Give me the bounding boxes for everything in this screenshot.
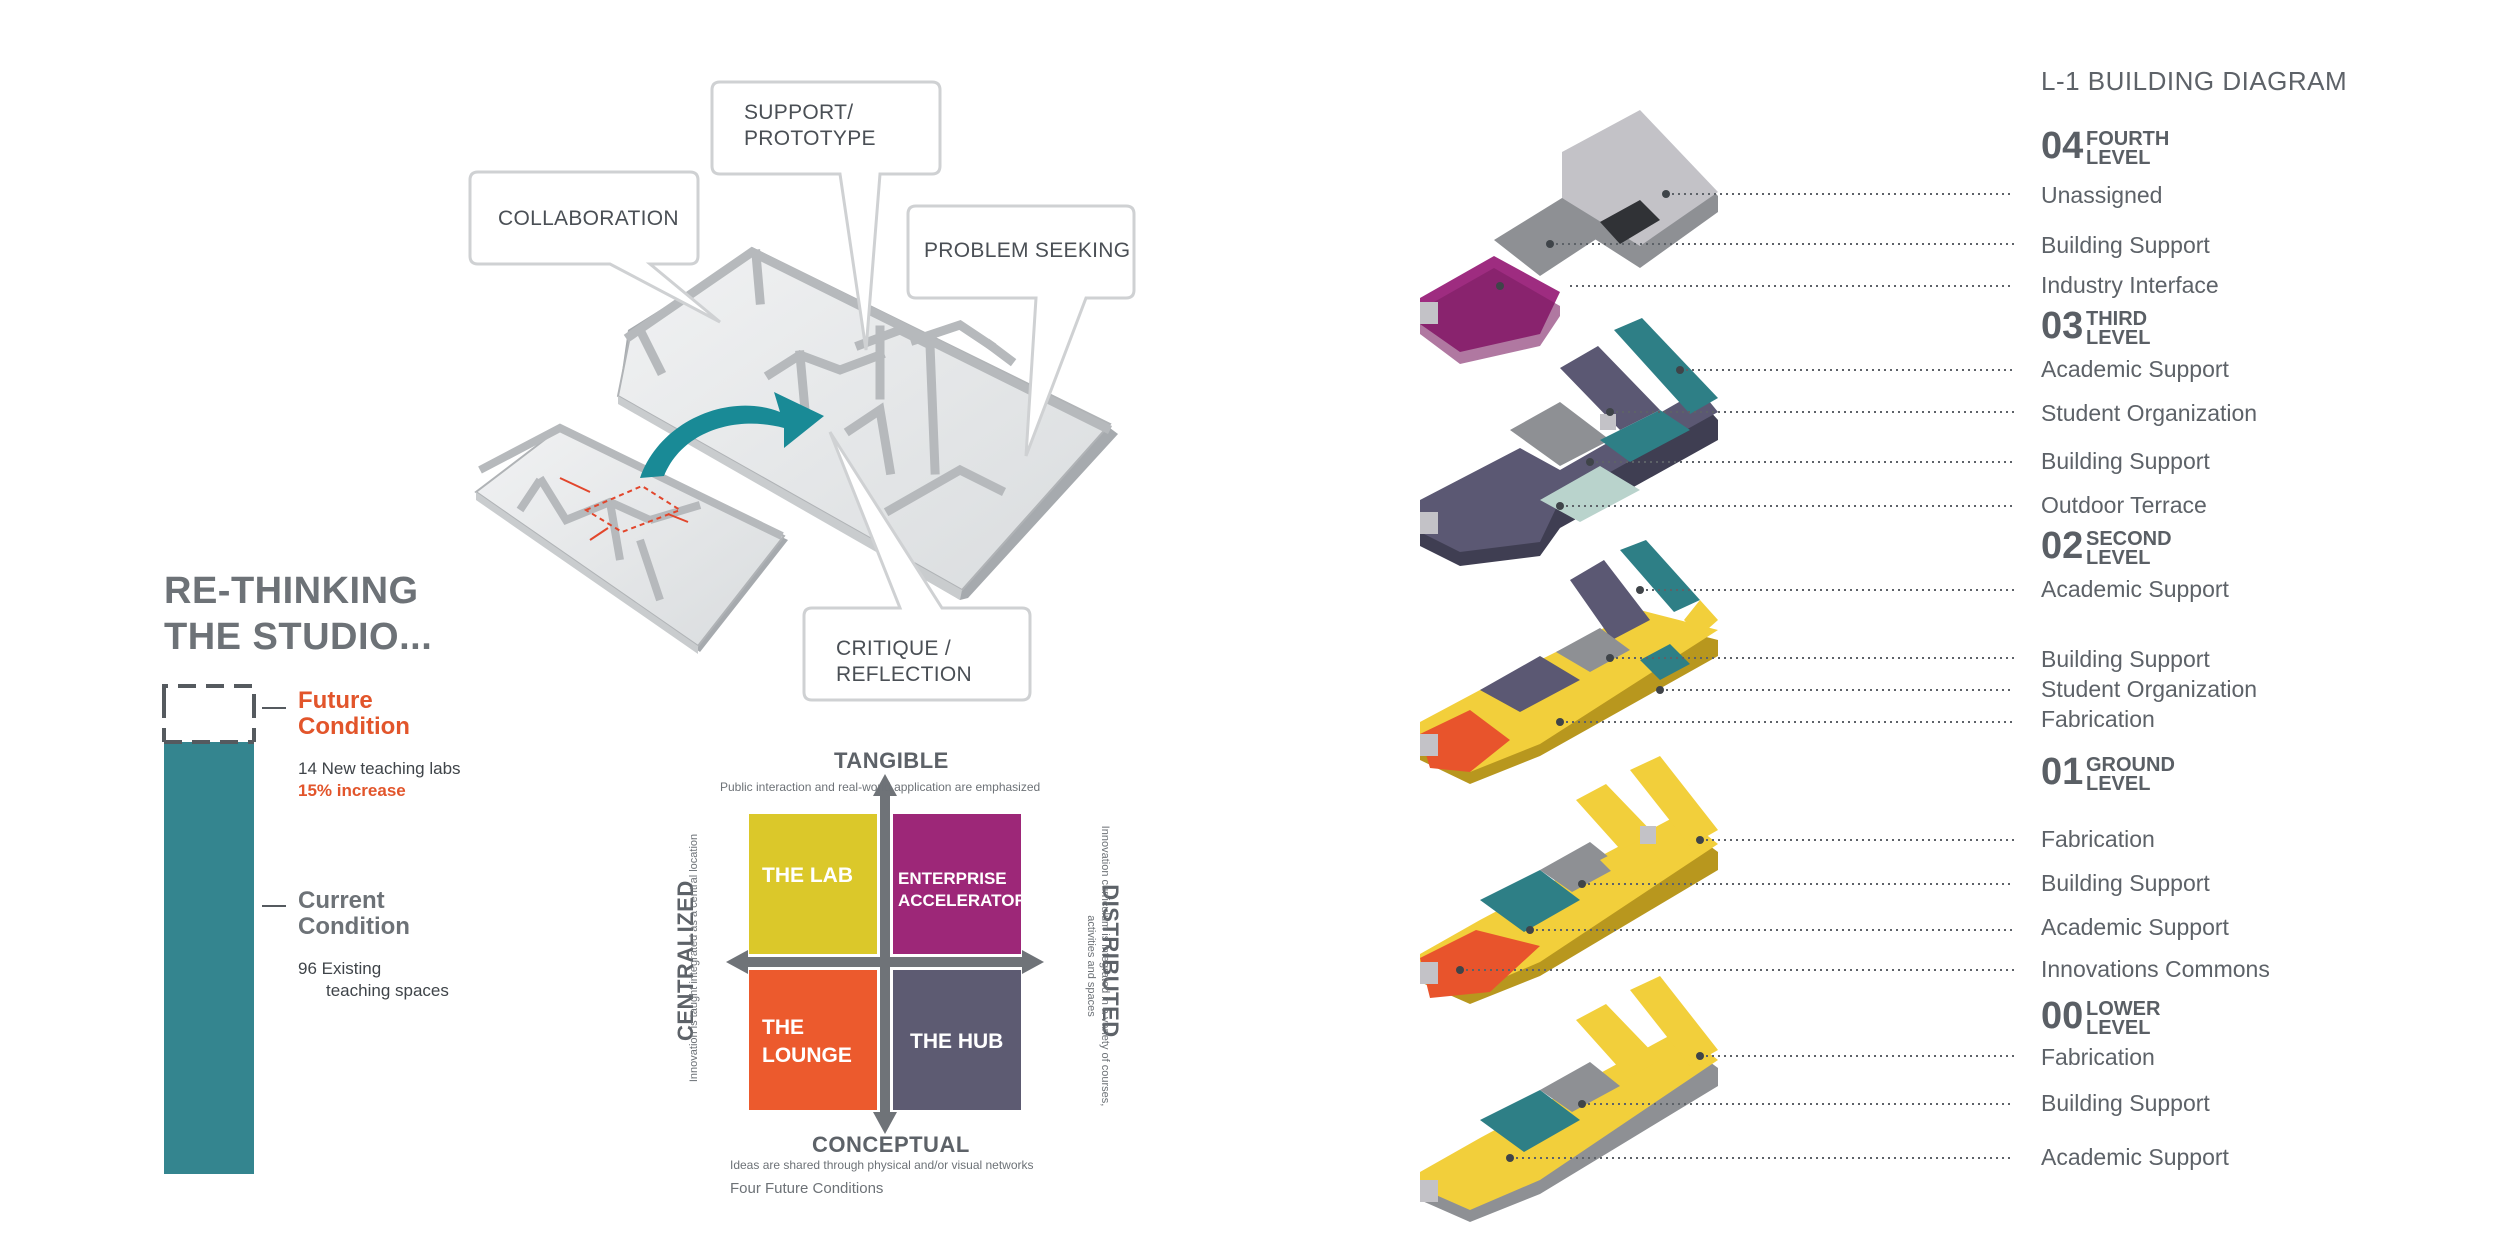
bubble-critique-line1: CRITIQUE / (836, 637, 952, 660)
future-condition-label: Future Condition (298, 688, 410, 740)
axis-distributed-sub-line2: activities and spaces (1085, 915, 1097, 1017)
axis-distributed-sub: Innovation curriculum is integrated in a… (1084, 806, 1112, 1126)
level-03-space: Student Organization (2041, 400, 2258, 426)
quad-lounge-line2: LOUNGE (762, 1044, 852, 1067)
axis-centralized-sub: Innovation is taught integrated as a cen… (688, 833, 700, 1083)
rethinking-title-line1: RE-THINKING (164, 570, 419, 612)
level-01-space: Building Support (2041, 870, 2210, 896)
matrix-quadrants (726, 774, 1044, 1134)
level-00-plan (1420, 976, 1718, 1222)
level-04-name-line2: LEVEL (2086, 147, 2151, 169)
level-01-space: Innovations Commons (2041, 956, 2270, 982)
level-02-name-line1: SECOND (2086, 528, 2172, 550)
current-condition-label: Current Condition (298, 888, 410, 940)
current-note-line2: teaching spaces (326, 981, 449, 1000)
axis-tangible: TANGIBLE (834, 748, 949, 773)
level-03-number: 03 (2041, 305, 2084, 347)
matrix-caption: Four Future Conditions (730, 1180, 884, 1197)
condition-bar (162, 684, 286, 1174)
level-00-space: Academic Support (2041, 1144, 2229, 1170)
quad-enterprise-label: ENTERPRISE ACCELERATOR (898, 868, 1027, 912)
level-04-number: 04 (2041, 125, 2084, 167)
level-00-name-line2: LEVEL (2086, 1017, 2151, 1039)
level-02-number: 02 (2041, 525, 2084, 567)
level-02-space: Building Support (2041, 646, 2210, 672)
level-03-space: Outdoor Terrace (2041, 492, 2207, 518)
bubble-problem-seeking: PROBLEM SEEKING (924, 239, 1131, 262)
current-condition-line1: Current (298, 887, 385, 914)
future-condition-line2: Condition (298, 713, 410, 740)
quad-lounge-label: THE LOUNGE (762, 1014, 852, 1070)
level-01-name-line2: LEVEL (2086, 773, 2151, 795)
bubble-critique-line2: REFLECTION (836, 663, 973, 686)
bubble-collaboration: COLLABORATION (498, 207, 679, 230)
axis-conceptual: CONCEPTUAL (812, 1132, 970, 1157)
axis-conceptual-sub: Ideas are shared through physical and/or… (730, 1158, 1034, 1172)
quad-hub-label: THE HUB (910, 1030, 1004, 1053)
level-02-space: Academic Support (2041, 576, 2229, 602)
level-03-name-line1: THIRD (2086, 308, 2148, 330)
level-02-space: Student Organization (2041, 676, 2258, 702)
level-01-space: Fabrication (2041, 826, 2155, 852)
rethinking-title: RE-THINKING THE STUDIO... (164, 568, 432, 660)
level-01-number: 01 (2041, 751, 2084, 793)
bubble-support-line1: SUPPORT/ (744, 101, 854, 124)
quad-lab-label: THE LAB (762, 864, 853, 887)
future-note: 14 New teaching labs (298, 759, 461, 778)
bubble-support-shape (710, 80, 942, 351)
level-03-name-line2: LEVEL (2086, 327, 2151, 349)
level-00-number: 00 (2041, 995, 2084, 1037)
studio-model-illustration (474, 246, 1118, 654)
level-03-space: Building Support (2041, 448, 2210, 474)
level-04-space: Unassigned (2041, 182, 2163, 208)
level-00-space: Fabrication (2041, 1044, 2155, 1070)
quad-enterprise-line1: ENTERPRISE (898, 869, 1007, 888)
level-04-space: Building Support (2041, 232, 2210, 258)
axis-tangible-sub: Public interaction and real-world applic… (720, 780, 1041, 794)
building-diagram-title: L-1 BUILDING DIAGRAM (2041, 66, 2348, 96)
level-01-name-line1: GROUND (2086, 754, 2175, 776)
level-04-space: Industry Interface (2041, 272, 2219, 298)
bubble-critique-shape (802, 431, 1032, 702)
bubble-collaboration-shape (468, 170, 721, 324)
axis-distributed-sub-line1: Innovation curriculum is integrated in a… (1099, 825, 1111, 1107)
current-note-line1: 96 Existing (298, 959, 382, 978)
bubble-problem-shape (906, 204, 1136, 457)
level-00-name-line1: LOWER (2086, 998, 2161, 1020)
level-02-space: Fabrication (2041, 706, 2155, 732)
level-03-space: Academic Support (2041, 356, 2229, 382)
current-condition-line2: Condition (298, 913, 410, 940)
level-01-space: Academic Support (2041, 914, 2229, 940)
level-04-plan (1420, 110, 1718, 364)
level-00-space: Building Support (2041, 1090, 2210, 1116)
building-levels (1420, 110, 2014, 1222)
future-increase: 15% increase (298, 781, 406, 800)
bubble-support-line2: PROTOTYPE (744, 127, 876, 150)
future-condition-line1: Future (298, 687, 373, 714)
level-02-plan (1420, 540, 1718, 784)
level-04-name-line1: FOURTH (2086, 128, 2170, 150)
rethinking-title-line2: THE STUDIO... (164, 616, 433, 658)
quad-enterprise-line2: ACCELERATOR (898, 891, 1027, 910)
level-03-plan (1420, 318, 1718, 566)
level-02-name-line2: LEVEL (2086, 547, 2151, 569)
quad-lounge-line1: THE (762, 1016, 804, 1039)
level-01-plan (1420, 756, 1718, 1004)
relocate-arrow-icon (640, 392, 824, 478)
